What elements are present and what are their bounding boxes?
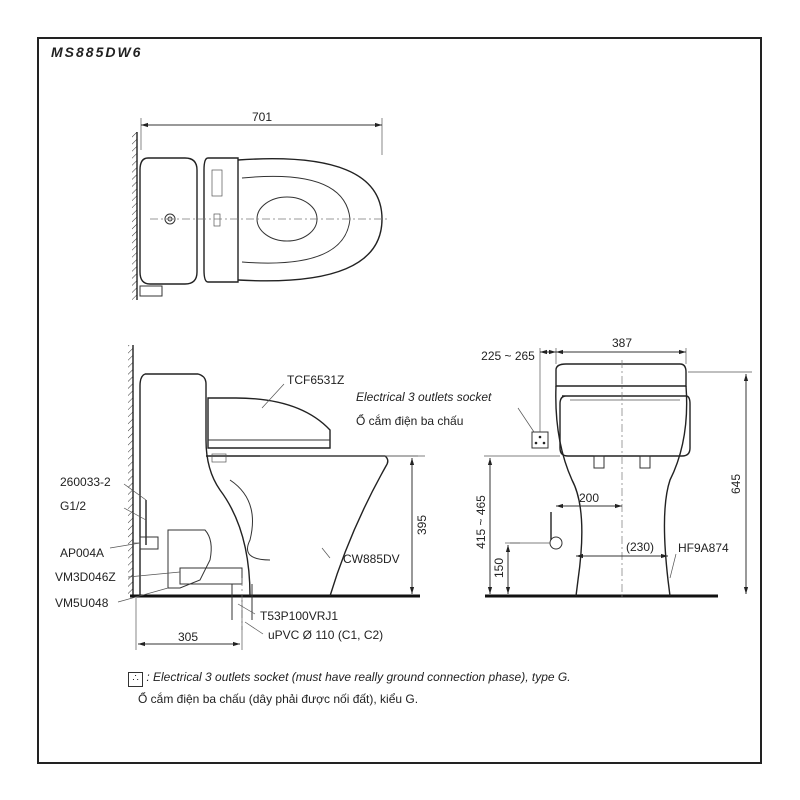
seat-unit-top — [203, 157, 239, 283]
legend-line-1: : Electrical 3 outlets socket (must have… — [146, 670, 571, 684]
seat-front — [559, 395, 691, 457]
label-flange: T53P100VRJ1 — [260, 609, 338, 623]
dim-701: 701 — [252, 110, 272, 124]
model-code: MS885DW6 — [51, 44, 143, 60]
label-pipe: uPVC Ø 110 (C1, C2) — [268, 628, 383, 642]
dim-395: 395 — [415, 515, 429, 535]
label-part-b: G1/2 — [60, 499, 86, 513]
tank-top — [139, 157, 198, 285]
label-part-a: 260033-2 — [60, 475, 111, 489]
top-view: 701 — [132, 110, 390, 300]
legend-note: ∴ : Electrical 3 outlets socket (must ha… — [128, 670, 571, 687]
label-bowl: CW885DV — [343, 552, 400, 566]
label-socket-vn: Ổ cắm điện ba chấu — [356, 413, 463, 428]
socket-symbol-icon: ∴ — [128, 672, 143, 687]
dim-150: 150 — [492, 558, 506, 578]
socket-symbol-side — [531, 431, 549, 449]
label-part-e: VM5U048 — [55, 596, 109, 610]
seat-lid-side — [207, 397, 331, 449]
dim-200: 200 — [579, 491, 599, 505]
legend-line-2: Ổ cắm điện ba chấu (dây phải được nối đấ… — [138, 692, 419, 706]
tank-side — [145, 373, 251, 597]
wall-side — [128, 345, 133, 595]
side-view: 395 TCF6531Z Electrical 3 outlets socket… — [55, 345, 549, 650]
front-view: 387 225 ~ 265 645 415 ~ 465 150 200 (230… — [474, 336, 752, 600]
bowl-front — [663, 385, 688, 597]
dim-socket-offset: 225 ~ 265 — [481, 349, 535, 363]
label-part-d: VM3D046Z — [55, 570, 116, 584]
wall-top — [132, 132, 137, 300]
dim-387: 387 — [612, 336, 632, 350]
trap-side — [167, 529, 212, 589]
label-seat: TCF6531Z — [287, 373, 344, 387]
dim-supply-offset: (230) — [626, 540, 654, 554]
label-part-c: AP004A — [60, 546, 104, 560]
dim-645: 645 — [729, 474, 743, 494]
dim-305: 305 — [178, 630, 198, 644]
dim-outlet-height: 415 ~ 465 — [474, 495, 488, 549]
label-front-part: HF9A874 — [678, 541, 729, 555]
leader-seat — [261, 383, 285, 409]
bowl-side — [206, 455, 389, 597]
drawing-frame — [37, 37, 762, 764]
label-socket-en: Electrical 3 outlets socket — [356, 390, 492, 404]
tank-front — [555, 363, 687, 387]
